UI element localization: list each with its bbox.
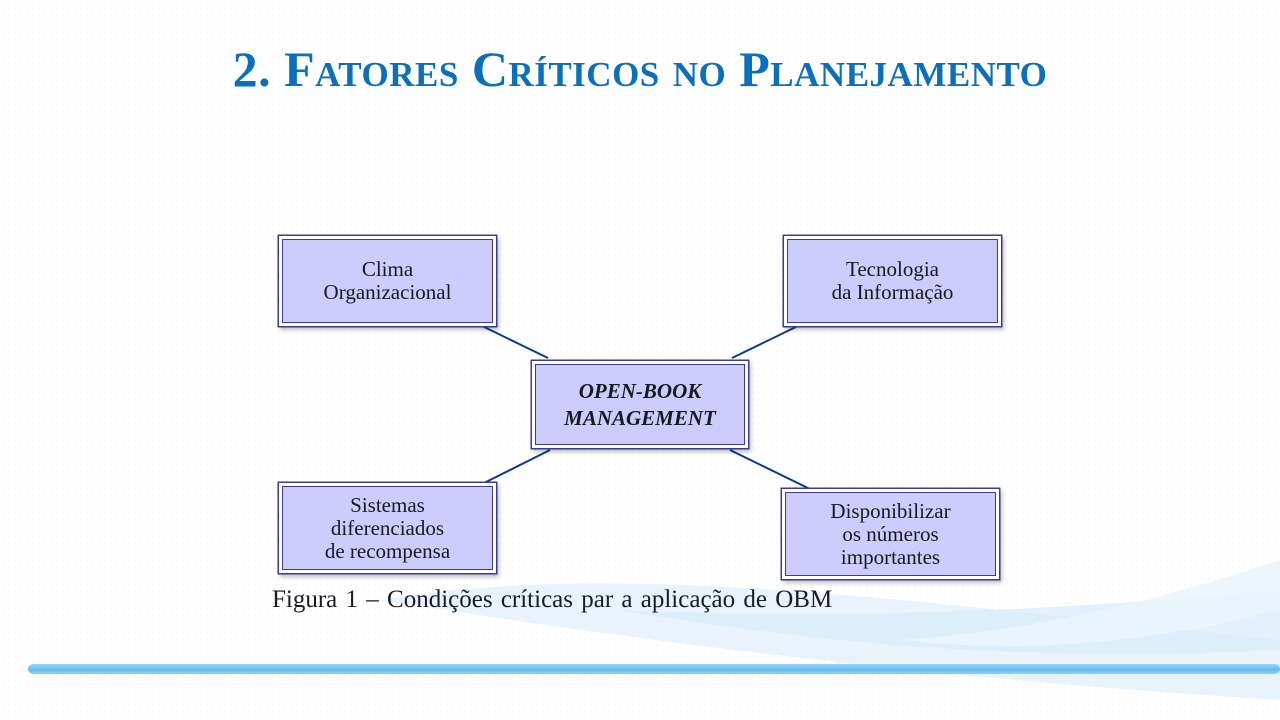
node-clima-organizacional: Clima Organizacional	[282, 239, 493, 323]
node-label: OPEN-BOOK MANAGEMENT	[564, 378, 716, 430]
connector-disponibilizar	[729, 449, 813, 491]
node-disponibilizar-numeros: Disponibilizar os números importantes	[785, 492, 996, 576]
bottom-accent-bar	[28, 664, 1280, 674]
node-tecnologia-informacao: Tecnologia da Informação	[787, 239, 998, 323]
node-label: Disponibilizar os números importantes	[830, 498, 951, 569]
figure-caption: Figura 1 – Condições críticas par a apli…	[272, 586, 833, 613]
connector-sistemas	[481, 449, 551, 485]
node-label: Clima Organizacional	[323, 257, 452, 304]
slide-title: 2. Fatores Críticos no Planejamento	[232, 41, 1048, 97]
connector-clima	[479, 324, 549, 359]
node-open-book-management: OPEN-BOOK MANAGEMENT	[535, 364, 745, 445]
node-sistemas-recompensa: Sistemas diferenciados de recompensa	[282, 486, 493, 570]
node-label: Sistemas diferenciados de recompensa	[324, 492, 451, 563]
node-label: Tecnologia da Informação	[831, 257, 954, 304]
connector-tecnologia	[731, 324, 801, 359]
